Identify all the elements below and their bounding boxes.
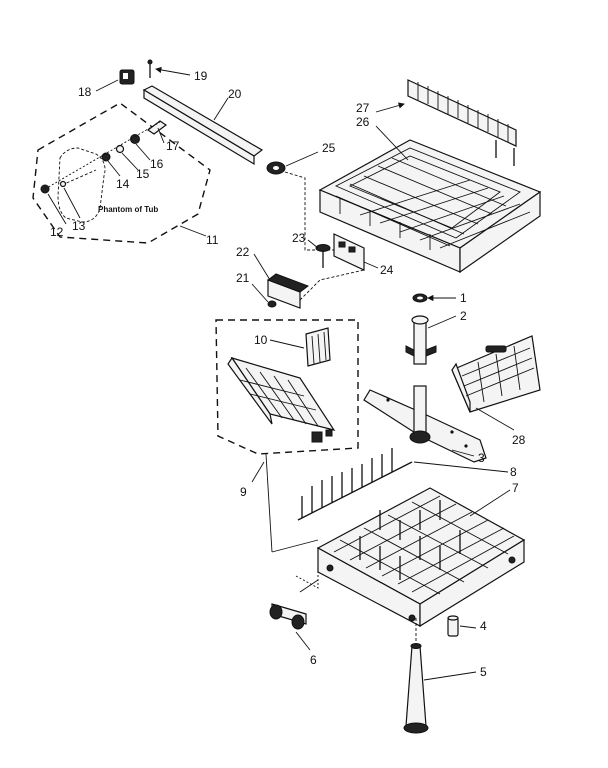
callout-26: 26	[356, 115, 370, 129]
callout-16: 16	[150, 157, 164, 171]
callout-22: 22	[236, 245, 250, 259]
part-26-upper-rack	[318, 139, 542, 274]
part-14	[101, 152, 111, 162]
area-9-dashed-box	[215, 319, 359, 455]
part-10-clip-rack	[305, 327, 331, 367]
callout-13: 13	[72, 219, 86, 233]
tub-hardware	[40, 120, 168, 194]
part-4-sleeve	[447, 615, 459, 637]
callout-23: 23	[292, 231, 306, 245]
part-22-cover	[266, 273, 310, 309]
part-6-roller	[269, 579, 319, 630]
callout-20: 20	[228, 87, 242, 101]
part-3-lower-spray-arm	[363, 385, 487, 463]
part-18-end-cap	[119, 69, 135, 85]
part-8-tine-row	[297, 448, 413, 521]
callout-1: 1	[460, 291, 467, 305]
part-5-lower-spray-tube	[403, 618, 429, 734]
leader-lines	[47, 66, 515, 681]
part-20-track	[142, 85, 264, 166]
part-19-screw	[147, 59, 153, 78]
callout-25: 25	[322, 141, 336, 155]
callout-15: 15	[136, 167, 150, 181]
callout-17: 17	[166, 139, 180, 153]
part-21-screw	[267, 300, 277, 308]
part-1-nut	[412, 293, 428, 303]
callout-labels: 1 2 3 4 5 6 7 8 9 10 11 12 13 14 15 16 1…	[50, 69, 526, 679]
callout-24: 24	[380, 263, 394, 277]
callout-18: 18	[78, 85, 92, 99]
part-28-silverware-basket	[451, 335, 541, 413]
part-9-fold-down-rack	[227, 356, 336, 443]
callout-2: 2	[460, 309, 467, 323]
callout-5: 5	[480, 665, 487, 679]
callout-7: 7	[512, 481, 519, 495]
callout-6: 6	[310, 653, 317, 667]
callout-10: 10	[254, 333, 268, 347]
part-13	[59, 180, 67, 188]
callout-27: 27	[356, 101, 370, 115]
callout-14: 14	[116, 177, 130, 191]
callout-9: 9	[240, 485, 247, 499]
callout-19: 19	[194, 69, 208, 83]
callout-12: 12	[50, 225, 64, 239]
callout-28: 28	[512, 433, 526, 447]
part-27-cup-shelf	[407, 79, 517, 166]
phantom-of-tub-label: Phantom of Tub	[98, 205, 158, 214]
callout-3: 3	[478, 451, 485, 465]
callout-11: 11	[206, 233, 219, 247]
part-23-bolt	[315, 244, 331, 268]
part-17	[146, 120, 168, 135]
part-25-clip	[266, 161, 286, 175]
part-24-bracket	[333, 233, 365, 271]
part-16	[130, 134, 140, 144]
part-15	[115, 144, 125, 154]
callout-21: 21	[236, 271, 250, 285]
phantom-of-tub-group: Phantom of Tub	[32, 102, 211, 244]
callout-4: 4	[480, 619, 487, 633]
part-2-spray-tube	[405, 315, 437, 365]
part-7-lower-rack	[316, 487, 526, 628]
callout-8: 8	[510, 465, 517, 479]
